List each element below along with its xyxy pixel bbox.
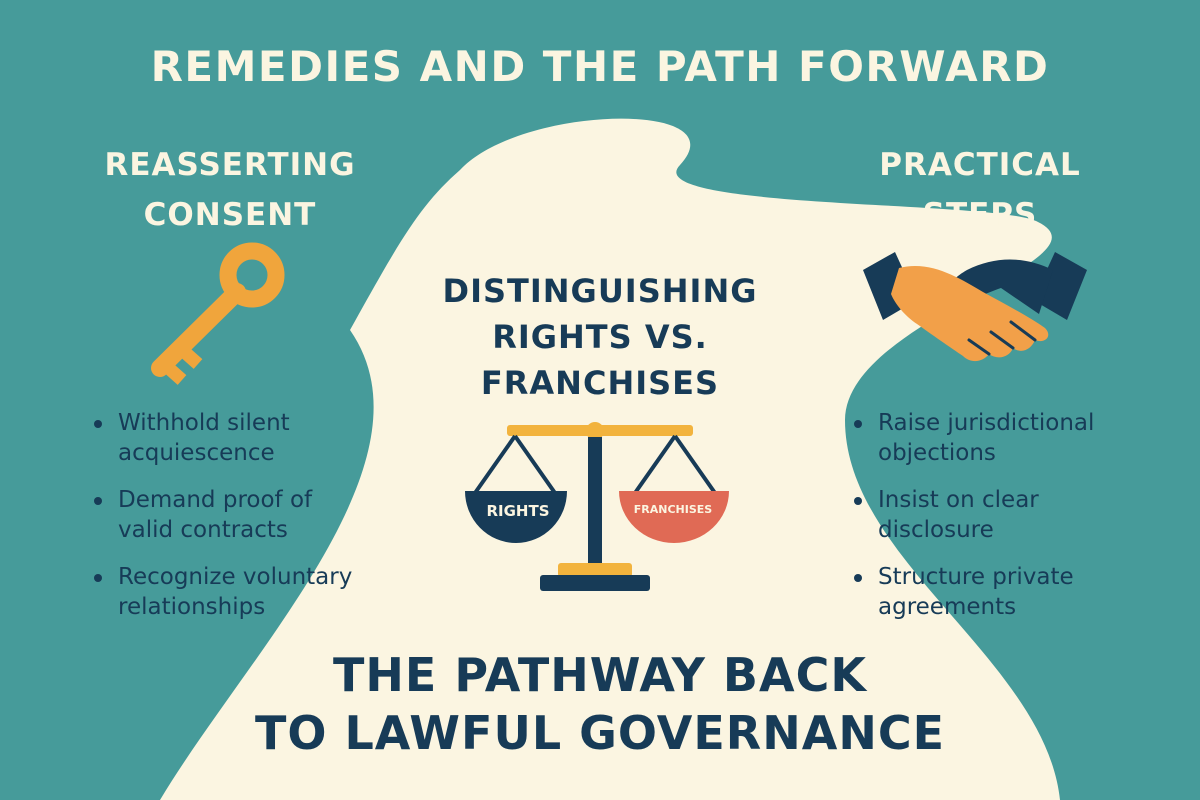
bullet-text: acquiescence (118, 440, 275, 466)
list-item: Recognize voluntary relationships (92, 562, 392, 622)
right-cuff (1033, 252, 1087, 320)
heading-line: STEPS (922, 197, 1038, 233)
scales-icon (465, 422, 729, 591)
key-tooth (175, 343, 203, 369)
pathway-title: THE PATHWAY BACK TO LAWFUL GOVERNANCE (200, 646, 1000, 762)
heading-line: CONSENT (143, 197, 317, 233)
bullet-text: Raise jurisdictional (878, 410, 1095, 436)
winding-path (160, 118, 1060, 800)
franchises-pan (619, 491, 729, 543)
bullet-text: Withhold silent (118, 410, 290, 436)
scale-base-top (558, 563, 632, 577)
rights-pan (465, 491, 567, 543)
bullet-text: relationships (118, 594, 266, 620)
bullet-text: Insist on clear (878, 487, 1039, 513)
list-item: Insist on clear disclosure (852, 485, 1152, 545)
scale-pivot (586, 422, 604, 440)
key-bow (219, 242, 285, 308)
bullet-text: Demand proof of (118, 487, 313, 513)
key-shaft (151, 283, 246, 377)
heading-line: PRACTICAL (879, 147, 1081, 183)
title-line: TO LAWFUL GOVERNANCE (254, 706, 946, 760)
key-icon (151, 242, 285, 385)
distinguishing-rights-heading: DISTINGUISHING RIGHTS VS. FRANCHISES (405, 268, 795, 406)
heading-line: DISTINGUISHING (442, 272, 758, 310)
bullet-text: objections (878, 440, 996, 466)
heading-line: REASSERTING (104, 147, 356, 183)
reasserting-consent-heading: REASSERTING CONSENT (60, 140, 400, 240)
scale-chain (513, 434, 557, 495)
bullet-text: Recognize voluntary (118, 564, 353, 590)
key-tooth (159, 359, 187, 385)
bullet-text: valid contracts (118, 517, 288, 543)
scale-chain (473, 434, 517, 495)
list-item: Demand proof of valid contracts (92, 485, 392, 545)
rights-pan-label: RIGHTS (486, 502, 550, 520)
franchises-pan-label: FRANCHISES (633, 503, 713, 516)
list-item: Raise jurisdictional objections (852, 408, 1152, 468)
scale-base (540, 575, 650, 591)
main-title: REMEDIES AND THE PATH FORWARD (150, 42, 1050, 91)
front-hand (891, 266, 1049, 362)
reasserting-consent-list: Withhold silent acquiescence Demand proof… (92, 408, 392, 639)
heading-line: RIGHTS VS. (492, 318, 708, 356)
back-hand (947, 259, 1053, 314)
list-item: Structure private agreements (852, 562, 1152, 622)
bullet-text: disclosure (878, 517, 994, 543)
practical-steps-list: Raise jurisdictional objections Insist on… (852, 408, 1152, 639)
handshake-icon (863, 252, 1087, 362)
scale-chain (673, 434, 717, 495)
practical-steps-heading: PRACTICAL STEPS (830, 140, 1130, 240)
heading-line: FRANCHISES (480, 364, 720, 402)
scale-chain (633, 434, 677, 495)
scale-pillar (588, 437, 602, 572)
bullet-text: Structure private (878, 564, 1074, 590)
finger-crease (967, 320, 1037, 356)
list-item: Withhold silent acquiescence (92, 408, 392, 468)
title-line: THE PATHWAY BACK (333, 648, 867, 702)
bullet-text: agreements (878, 594, 1017, 620)
